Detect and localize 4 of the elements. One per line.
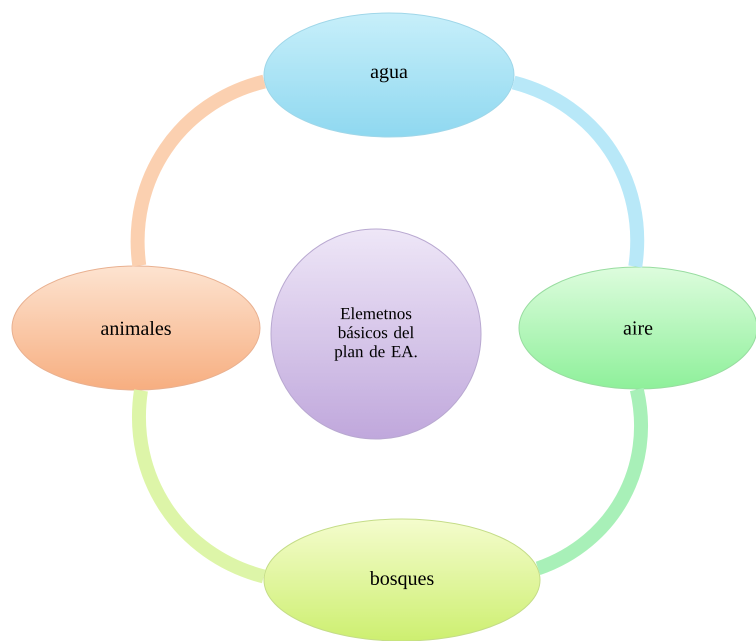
ring-segment xyxy=(130,74,266,266)
ring-segment xyxy=(535,388,648,575)
ring-segment xyxy=(511,76,644,268)
ring-segment xyxy=(132,390,266,584)
